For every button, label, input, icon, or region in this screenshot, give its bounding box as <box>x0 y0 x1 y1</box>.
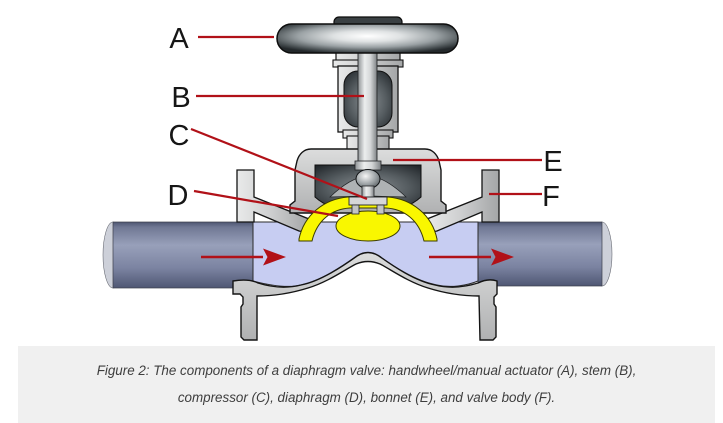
valve-body-casting <box>232 251 498 341</box>
label-a: A <box>169 23 189 55</box>
compressor <box>348 160 388 215</box>
compressor-post-right <box>376 204 385 215</box>
label-b: B <box>171 82 190 114</box>
label-d: D <box>168 180 189 212</box>
callout-line-d <box>193 189 339 218</box>
compressor-shaft <box>361 185 375 199</box>
pipe-left-body <box>112 221 256 289</box>
callout-lines <box>190 35 542 218</box>
handwheel-rim <box>276 23 459 54</box>
compressor-foot <box>348 196 388 206</box>
flow-arrow-right-head <box>491 248 514 266</box>
flow-arrow-right-icon <box>429 248 514 266</box>
flow-arrow-left-icon <box>201 248 286 266</box>
diaphragm <box>298 196 438 242</box>
diaphragm-valve-diagram: A B C D E F <box>102 16 613 341</box>
label-c: C <box>169 120 190 152</box>
label-e: E <box>543 146 562 178</box>
pipe-left <box>102 221 256 289</box>
compressor-post-left <box>351 204 360 215</box>
diaphragm-center <box>335 210 401 242</box>
label-f: F <box>542 181 560 213</box>
flow-arrow-left-head <box>263 248 286 266</box>
caption-line-1: Figure 2: The components of a diaphragm … <box>96 363 637 379</box>
figure-caption: Figure 2: The components of a diaphragm … <box>18 346 715 423</box>
caption-line-2: compressor (C), diaphragm (D), bonnet (E… <box>177 389 556 405</box>
callout-line-c <box>190 127 368 201</box>
handwheel <box>276 16 459 54</box>
stem-collar <box>354 160 382 171</box>
